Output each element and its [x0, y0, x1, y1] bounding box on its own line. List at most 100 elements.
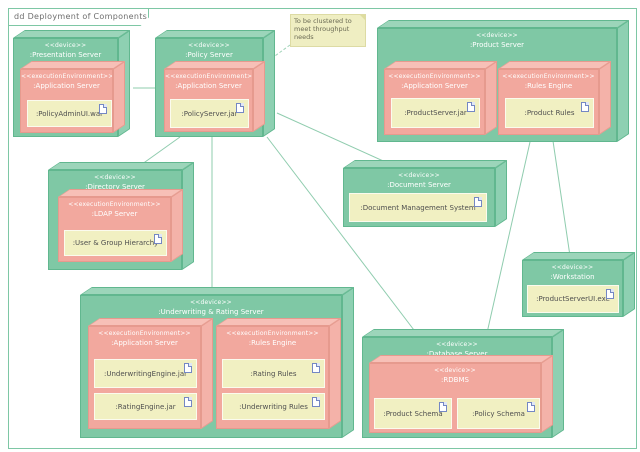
env-stereotype: <<executionEnvironment>> [68, 201, 161, 208]
env-top-face [369, 355, 553, 363]
artifact-policyadminui[interactable]: :PolicyAdminUI.war [27, 100, 112, 127]
node-right-face [623, 251, 635, 317]
device-name: :Directory Server [85, 183, 145, 191]
node-top-face [48, 162, 194, 170]
node-top-face [522, 252, 635, 260]
device-stereotype: <<device>> [94, 174, 136, 181]
env-stereotype: <<device>> [434, 367, 476, 374]
note-text: To be clustered to meet throughput needs [294, 17, 352, 42]
env-rules-engine[interactable]: <<executionEnvironment>> :Rules Engine :… [216, 317, 341, 429]
env-application-server[interactable]: <<executionEnvironment>> :Application Se… [384, 60, 497, 135]
env-application-server[interactable]: <<executionEnvironment>> :Application Se… [164, 60, 265, 132]
node-policy-server[interactable]: <<device>> :Policy Server <<executionEnv… [155, 29, 275, 137]
env-top-face [20, 61, 125, 69]
artifact-document-icon [184, 397, 192, 407]
node-right-face [552, 328, 564, 438]
env-right-face [329, 317, 341, 429]
artifact-label: :Rating Rules [250, 369, 297, 378]
note-clustering[interactable]: To be clustered to meet throughput needs [290, 14, 366, 47]
artifact-product-schema[interactable]: :Product Schema [374, 398, 452, 429]
device-stereotype: <<device>> [190, 299, 232, 306]
env-front-face: <<executionEnvironment>> :Application Se… [88, 326, 201, 429]
env-ldap-server[interactable]: <<executionEnvironment>> :LDAP Server :U… [58, 188, 183, 262]
artifact-label: :User & Group Hierarchy [72, 239, 159, 247]
env-front-face: <<executionEnvironment>> :Application Se… [384, 69, 485, 135]
env-right-face [201, 317, 213, 429]
artifact-underwriting-rules[interactable]: :Underwriting Rules [222, 393, 325, 420]
artifact-document-icon [154, 234, 162, 244]
env-name: :Application Server [33, 82, 100, 90]
env-top-face [498, 61, 611, 69]
env-front-face: <<executionEnvironment>> :Rules Engine :… [498, 69, 599, 135]
node-front-face: <<device>> :Product Server <<executionEn… [377, 28, 617, 142]
node-underwriting-rating-server[interactable]: <<device>> :Underwriting & Rating Server… [80, 286, 354, 438]
node-document-server[interactable]: <<device>> :Document Server :Document Ma… [343, 159, 507, 227]
artifact-document-icon [467, 102, 475, 112]
device-name: :Product Server [469, 41, 525, 49]
artifact-label: :Document Management System [360, 203, 476, 212]
env-right-face [541, 354, 553, 433]
env-name: :RDBMS [441, 376, 469, 384]
device-name: :Presentation Server [29, 51, 102, 59]
artifact-document-icon [99, 104, 107, 114]
artifact-policy-schema[interactable]: :Policy Schema [457, 398, 540, 429]
artifact-document-icon [474, 197, 482, 207]
artifact-label: :Product Rules [524, 109, 575, 117]
artifact-underwritingengine[interactable]: :UnderwritingEngine.jar [94, 359, 197, 388]
artifact-label: :ProductServer.jar [404, 109, 467, 117]
env-stereotype: <<executionEnvironment>> [21, 73, 112, 80]
node-database-server[interactable]: <<device>> :Database Server <<device>> :… [362, 328, 564, 438]
env-name: :Rules Engine [248, 339, 297, 347]
node-right-face [342, 286, 354, 438]
diagram-title: dd Deployment of Components [14, 12, 148, 21]
artifact-ratingengine[interactable]: :RatingEngine.jar [94, 393, 197, 420]
artifact-label: :Policy Schema [472, 409, 525, 418]
node-top-face [155, 30, 275, 38]
artifact-rating-rules[interactable]: :Rating Rules [222, 359, 325, 388]
artifact-label: :ProductServerUI.exe [536, 295, 610, 303]
node-front-face: <<device>> :Directory Server <<execution… [48, 170, 183, 270]
artifact-user-group-hierarchy[interactable]: :User & Group Hierarchy [64, 230, 167, 256]
node-right-face [617, 19, 629, 142]
artifact-document-icon [236, 103, 244, 113]
env-front-face: <<executionEnvironment>> :Application Se… [164, 69, 253, 132]
env-stereotype: <<executionEnvironment>> [98, 330, 191, 337]
node-front-face: <<device>> :Database Server <<device>> :… [362, 337, 553, 438]
env-rdbms[interactable]: <<device>> :RDBMS :Product Schema :Polic… [369, 354, 553, 433]
node-workstation[interactable]: <<device>> :Workstation :ProductServerUI… [522, 251, 635, 317]
artifact-productserver[interactable]: :ProductServer.jar [391, 98, 480, 128]
note-fold-corner [360, 15, 365, 20]
env-application-server[interactable]: <<executionEnvironment>> :Application Se… [20, 60, 125, 133]
env-rules-engine[interactable]: <<executionEnvironment>> :Rules Engine :… [498, 60, 611, 135]
device-name: :Document Server [387, 181, 451, 189]
env-top-face [88, 318, 213, 326]
env-stereotype: <<executionEnvironment>> [502, 73, 595, 80]
env-name: :Application Server [111, 339, 178, 347]
node-front-face: <<device>> :Workstation :ProductServerUI… [522, 260, 623, 317]
artifact-policyserver[interactable]: :PolicyServer.jar [170, 99, 249, 128]
artifact-document-icon [606, 289, 614, 299]
node-directory-server[interactable]: <<device>> :Directory Server <<execution… [48, 161, 194, 270]
device-stereotype: <<device>> [551, 264, 594, 271]
env-right-face [171, 188, 183, 262]
node-presentation-server[interactable]: <<device>> :Presentation Server <<execut… [13, 29, 130, 137]
node-right-face [495, 159, 507, 227]
env-application-server[interactable]: <<executionEnvironment>> :Application Se… [88, 317, 213, 429]
artifact-productserverui[interactable]: :ProductServerUI.exe [527, 285, 619, 313]
env-top-face [216, 318, 341, 326]
artifact-document-icon [312, 363, 320, 373]
artifact-label: :Product Schema [383, 409, 443, 418]
artifact-label: :PolicyAdminUI.war [35, 109, 104, 118]
env-right-face [599, 60, 611, 135]
device-stereotype: <<device>> [188, 42, 230, 49]
artifact-document-icon [581, 102, 589, 112]
env-front-face: <<executionEnvironment>> :LDAP Server :U… [58, 197, 171, 262]
env-name: :LDAP Server [91, 210, 138, 218]
artifact-product-rules[interactable]: :Product Rules [505, 98, 594, 128]
diagram-frame-tab [8, 8, 149, 26]
artifact-document-management-system[interactable]: :Document Management System [349, 193, 487, 222]
env-top-face [384, 61, 497, 69]
node-right-face [182, 161, 194, 270]
node-product-server[interactable]: <<device>> :Product Server <<executionEn… [377, 19, 629, 142]
